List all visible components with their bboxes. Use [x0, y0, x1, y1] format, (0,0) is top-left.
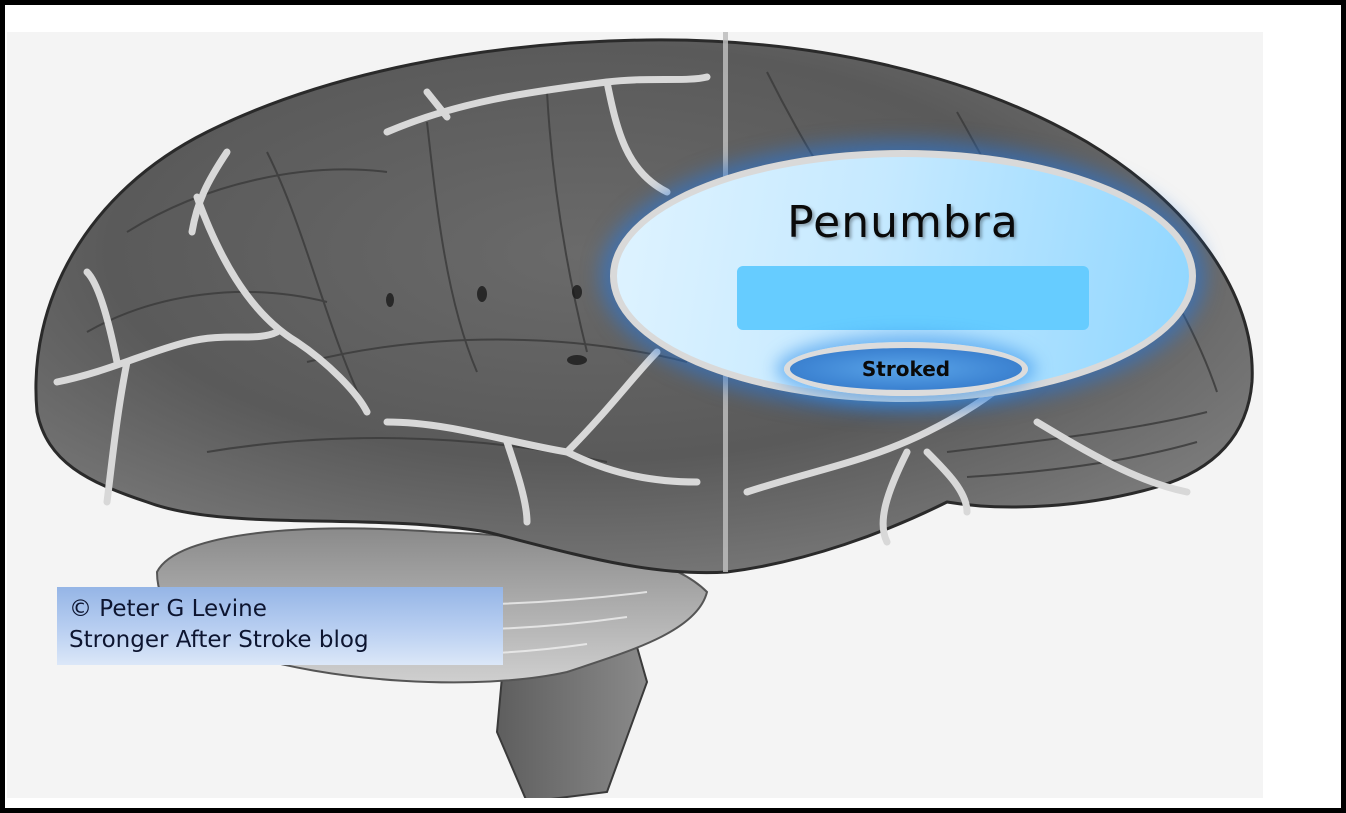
copyright-caption: © Peter G Levine Stronger After Stroke b… — [57, 587, 503, 665]
penumbra-highlight-bar — [737, 266, 1089, 330]
caption-author: © Peter G Levine — [69, 596, 267, 622]
stroked-label: Stroked — [861, 357, 951, 381]
stroked-core-ellipse: Stroked — [784, 342, 1028, 396]
brain-illustration — [34, 32, 1254, 798]
brain-photo: Penumbra Stroked © Peter G Levine Strong… — [7, 32, 1263, 798]
penumbra-title: Penumbra — [787, 197, 1019, 248]
caption-source: Stronger After Stroke blog — [69, 627, 369, 653]
